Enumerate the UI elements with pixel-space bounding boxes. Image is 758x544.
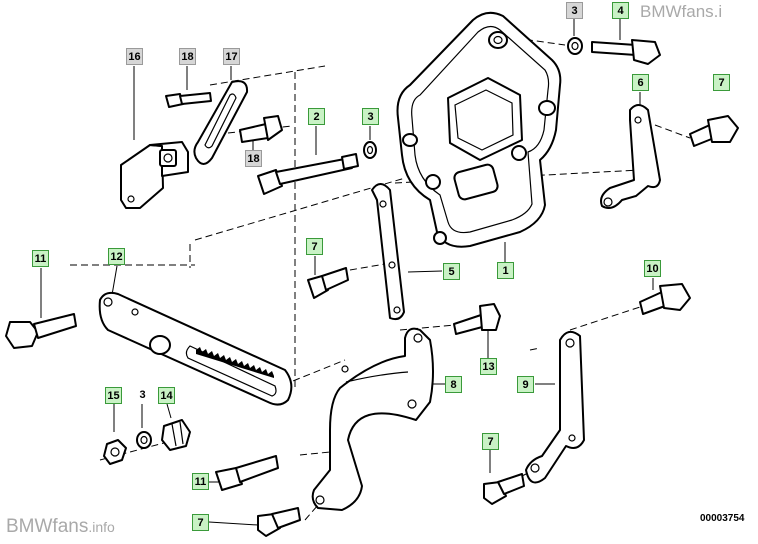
part-label-10: 10 xyxy=(644,260,661,277)
watermark-suffix: .info xyxy=(88,519,115,535)
nut-part-15 xyxy=(103,439,127,465)
bracket-part-6 xyxy=(600,104,661,209)
slotted-link-part-17 xyxy=(193,80,249,165)
part-label-7-right: 7 xyxy=(713,74,730,91)
leader-lines xyxy=(40,18,654,526)
angle-bracket-part-16 xyxy=(120,141,189,209)
part-label-8: 8 xyxy=(445,376,462,393)
washer-part-3-mid xyxy=(363,141,377,159)
watermark-brand: BMWfans xyxy=(6,516,89,537)
curved-bracket-part-8 xyxy=(311,327,434,511)
bolt-part-11-left xyxy=(5,313,77,349)
main-bracket-part-1 xyxy=(396,11,562,248)
washer-part-3-top xyxy=(567,37,583,55)
watermark-top: BMWfans.i xyxy=(640,2,723,21)
bolt-part-18-top xyxy=(165,92,212,108)
bolt-part-7-lower-right xyxy=(483,473,525,505)
part-label-14: 14 xyxy=(158,387,175,404)
strap-part-5 xyxy=(371,183,405,321)
bolt-part-2 xyxy=(257,153,359,195)
part-label-6: 6 xyxy=(632,74,649,91)
part-label-18-top: 18 xyxy=(179,48,196,65)
part-label-11-left: 11 xyxy=(32,250,49,267)
part-label-7-bottom: 7 xyxy=(192,514,209,531)
part-label-2: 2 xyxy=(308,108,325,125)
bolt-part-7-bottom xyxy=(257,507,301,537)
washer-part-3-low xyxy=(136,431,152,449)
bolt-part-7-right xyxy=(689,115,739,147)
centerlines xyxy=(70,37,691,521)
locking-nut-part-14 xyxy=(161,419,191,451)
part-label-13: 13 xyxy=(480,358,497,375)
bolt-part-10 xyxy=(639,283,691,315)
bolt-part-7-mid xyxy=(307,267,349,299)
part-label-12: 12 xyxy=(108,248,125,265)
part-label-1: 1 xyxy=(497,262,514,279)
part-label-15: 15 xyxy=(105,387,122,404)
diagram-number: 00003754 xyxy=(700,513,745,524)
adjuster-rail-part-12 xyxy=(98,291,293,406)
part-label-11-low: 11 xyxy=(192,473,209,490)
bolt-part-11-low xyxy=(215,455,279,491)
bolt-part-18-mid xyxy=(239,115,283,143)
part-label-5: 5 xyxy=(443,263,460,280)
part-label-16: 16 xyxy=(126,48,143,65)
part-label-7-lower-right: 7 xyxy=(482,433,499,450)
part-label-7-mid: 7 xyxy=(306,238,323,255)
watermark-bottom: BMWfans.info xyxy=(6,516,115,538)
bolt-part-13 xyxy=(453,303,501,335)
part-label-4: 4 xyxy=(612,2,629,19)
part-label-17: 17 xyxy=(223,48,240,65)
part-label-3-top: 3 xyxy=(566,2,583,19)
part-label-3-low: 3 xyxy=(139,389,146,401)
strap-part-9 xyxy=(525,330,585,484)
part-label-3-mid: 3 xyxy=(362,108,379,125)
part-label-9: 9 xyxy=(517,376,534,393)
part-label-18-mid: 18 xyxy=(245,150,262,167)
bolt-part-4 xyxy=(591,39,661,65)
